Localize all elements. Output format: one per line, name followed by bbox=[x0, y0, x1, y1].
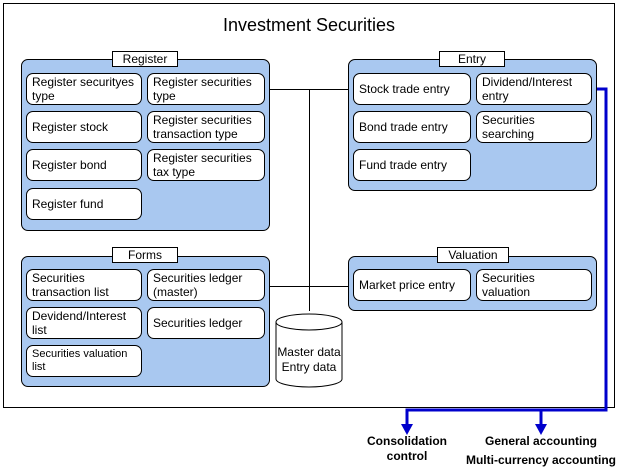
securities-ledger-button[interactable]: Securities ledger bbox=[147, 307, 265, 339]
item-label: Register bond bbox=[32, 158, 107, 172]
item-label: Securities searching bbox=[482, 113, 535, 141]
item-label: Securities ledger (master) bbox=[153, 271, 243, 299]
entry-group-label: Entry bbox=[439, 51, 505, 67]
register-securities-transaction-type-button[interactable]: Register securities transaction type bbox=[147, 111, 265, 143]
securities-valuation-list-button[interactable]: Securities valuation list bbox=[26, 345, 142, 377]
register-bond-button[interactable]: Register bond bbox=[26, 149, 142, 181]
dividend-interest-entry-button[interactable]: Dividend/Interest entry bbox=[476, 73, 592, 105]
register-group-label: Register bbox=[112, 51, 178, 67]
forms-group-label: Forms bbox=[112, 247, 178, 263]
item-label: Market price entry bbox=[359, 278, 456, 292]
database-line1: Master data bbox=[277, 345, 341, 359]
database-cylinder-icon bbox=[275, 313, 343, 388]
valuation-group-label: Valuation bbox=[437, 247, 509, 263]
fund-trade-entry-button[interactable]: Fund trade entry bbox=[353, 149, 471, 181]
securities-transaction-list-button[interactable]: Securities transaction list bbox=[26, 269, 142, 301]
item-label: Fund trade entry bbox=[359, 158, 448, 172]
database-line2: Entry data bbox=[281, 360, 337, 374]
securities-searching-button[interactable]: Securities searching bbox=[476, 111, 592, 143]
item-label: Register fund bbox=[32, 197, 104, 211]
register-securities-type-button[interactable]: Register securities type bbox=[147, 73, 265, 105]
general-accounting-label: General accounting bbox=[484, 434, 598, 448]
item-label: Register stock bbox=[32, 120, 109, 134]
item-label: Securities transaction list bbox=[32, 271, 109, 299]
stock-trade-entry-button[interactable]: Stock trade entry bbox=[353, 73, 471, 105]
item-label: Register securities transaction type bbox=[153, 113, 252, 141]
item-label: Securities ledger bbox=[153, 316, 243, 330]
output-routing-arrow bbox=[405, 87, 608, 426]
bond-trade-entry-button[interactable]: Bond trade entry bbox=[353, 111, 471, 143]
consolidation-line1: Consolidation bbox=[367, 434, 447, 448]
item-label: Devidend/Interest list bbox=[32, 309, 127, 337]
item-label: Register securities tax type bbox=[153, 151, 252, 179]
item-label: Register securities type bbox=[153, 75, 252, 103]
register-stock-button[interactable]: Register stock bbox=[26, 111, 142, 143]
diagram-title: Investment Securities bbox=[222, 15, 396, 35]
multi-currency-accounting-label: Multi-currency accounting bbox=[465, 453, 617, 467]
arrowhead-general-accounting-icon bbox=[535, 424, 547, 435]
arrowhead-consolidation-icon bbox=[401, 424, 413, 435]
devidend-interest-list-button[interactable]: Devidend/Interest list bbox=[26, 307, 142, 339]
connector-vertical bbox=[309, 89, 310, 311]
database-label: Master data Entry data bbox=[275, 345, 343, 375]
register-securities-tax-type-button[interactable]: Register securities tax type bbox=[147, 149, 265, 181]
consolidation-control-label: Consolidation control bbox=[357, 434, 457, 464]
consolidation-line2: control bbox=[386, 449, 428, 463]
securities-valuation-button[interactable]: Securities valuation bbox=[476, 269, 592, 301]
item-label: Stock trade entry bbox=[359, 82, 450, 96]
market-price-entry-button[interactable]: Market price entry bbox=[353, 269, 471, 301]
register-fund-button[interactable]: Register fund bbox=[26, 188, 142, 220]
item-label: Register securityes type bbox=[32, 75, 135, 103]
item-label: Securities valuation bbox=[482, 271, 535, 299]
item-label: Dividend/Interest entry bbox=[482, 75, 573, 103]
register-securityes-type-button[interactable]: Register securityes type bbox=[26, 73, 142, 105]
item-label: Securities valuation list bbox=[32, 348, 128, 373]
item-label: Bond trade entry bbox=[359, 120, 448, 134]
securities-ledger-master-button[interactable]: Securities ledger (master) bbox=[147, 269, 265, 301]
